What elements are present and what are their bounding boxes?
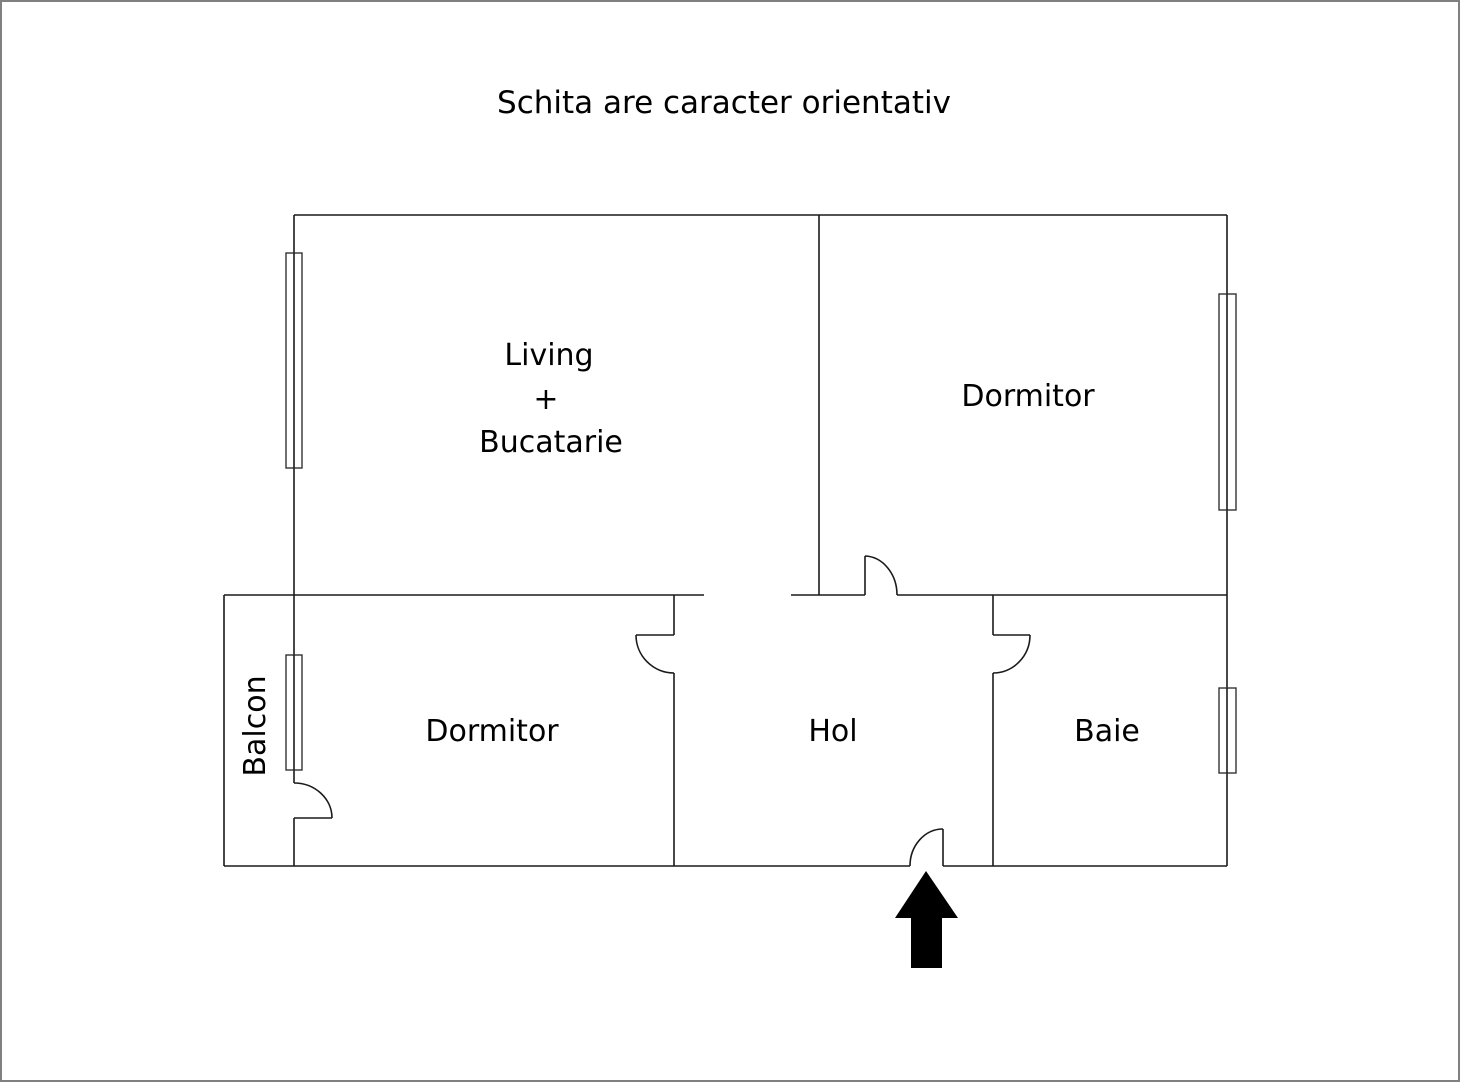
window-bedroom-right bbox=[1218, 293, 1237, 511]
room-label-hall: Hol bbox=[808, 714, 857, 749]
room-label-balcony: Balcon bbox=[238, 675, 273, 776]
doors bbox=[293, 555, 1031, 867]
room-label-living: Living bbox=[504, 338, 593, 373]
room-label-bedroom-right: Dormitor bbox=[961, 379, 1095, 414]
room-label-plus: + bbox=[533, 382, 558, 417]
room-label-bedroom-left: Dormitor bbox=[425, 714, 559, 749]
arrow-up-icon bbox=[895, 871, 958, 968]
room-label-bathroom: Baie bbox=[1074, 714, 1140, 749]
windows bbox=[285, 252, 1237, 774]
plan-title: Schita are caracter orientativ bbox=[497, 85, 951, 121]
room-living: Living + Bucatarie bbox=[479, 338, 623, 460]
window-living bbox=[285, 252, 303, 469]
door-bedroom-right bbox=[864, 555, 898, 596]
room-label-kitchen: Bucatarie bbox=[479, 425, 623, 460]
window-bedroom-left bbox=[285, 654, 303, 771]
door-entrance bbox=[909, 828, 944, 867]
door-bedroom-left bbox=[635, 634, 675, 674]
door-balcony bbox=[293, 782, 333, 819]
window-bathroom bbox=[1218, 687, 1237, 774]
walls bbox=[223, 214, 1228, 867]
door-bathroom bbox=[992, 634, 1031, 674]
